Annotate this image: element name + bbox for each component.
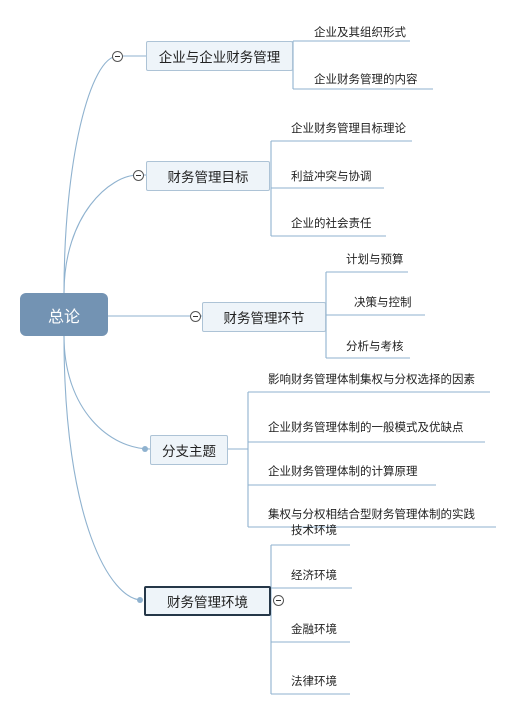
leaf-topic[interactable]: 企业及其组织形式 [314, 25, 406, 39]
branch-topic-5[interactable]: 财务管理环境 [144, 586, 271, 616]
branch-topic-1[interactable]: 企业与企业财务管理 [146, 41, 293, 71]
leaf-topic[interactable]: 计划与预算 [346, 252, 404, 266]
leaf-topic[interactable]: 决策与控制 [354, 295, 412, 309]
leaf-topic[interactable]: 影响财务管理体制集权与分权选择的因素 [268, 372, 475, 386]
collapse-toggle-icon[interactable] [112, 51, 123, 62]
leaf-topic[interactable]: 企业财务管理体制的计算原理 [268, 464, 418, 478]
branch-topic-2[interactable]: 财务管理目标 [146, 161, 270, 191]
leaf-topic[interactable]: 企业财务管理体制的一般模式及优缺点 [268, 420, 464, 434]
branch-connector-dot [142, 446, 148, 452]
branch-connector-dot [137, 597, 143, 603]
branch-topic-4[interactable]: 分支主题 [150, 435, 228, 465]
leaf-topic[interactable]: 金融环境 [291, 622, 337, 636]
leaf-topic[interactable]: 技术环境 [291, 523, 337, 537]
branch-topic-3[interactable]: 财务管理环节 [202, 302, 326, 332]
root-topic[interactable]: 总论 [20, 293, 108, 336]
leaf-topic[interactable]: 分析与考核 [346, 339, 404, 353]
collapse-toggle-icon[interactable] [273, 595, 284, 606]
leaf-topic[interactable]: 法律环境 [291, 674, 337, 688]
leaf-topic[interactable]: 企业财务管理的内容 [314, 72, 418, 86]
leaf-topic[interactable]: 利益冲突与协调 [291, 169, 372, 183]
leaf-topic[interactable]: 企业的社会责任 [291, 216, 372, 230]
leaf-topic[interactable]: 经济环境 [291, 568, 337, 582]
leaf-topic[interactable]: 企业财务管理目标理论 [291, 121, 406, 135]
collapse-toggle-icon[interactable] [190, 311, 201, 322]
collapse-toggle-icon[interactable] [133, 170, 144, 181]
leaf-topic[interactable]: 集权与分权相结合型财务管理体制的实践 [268, 507, 475, 521]
